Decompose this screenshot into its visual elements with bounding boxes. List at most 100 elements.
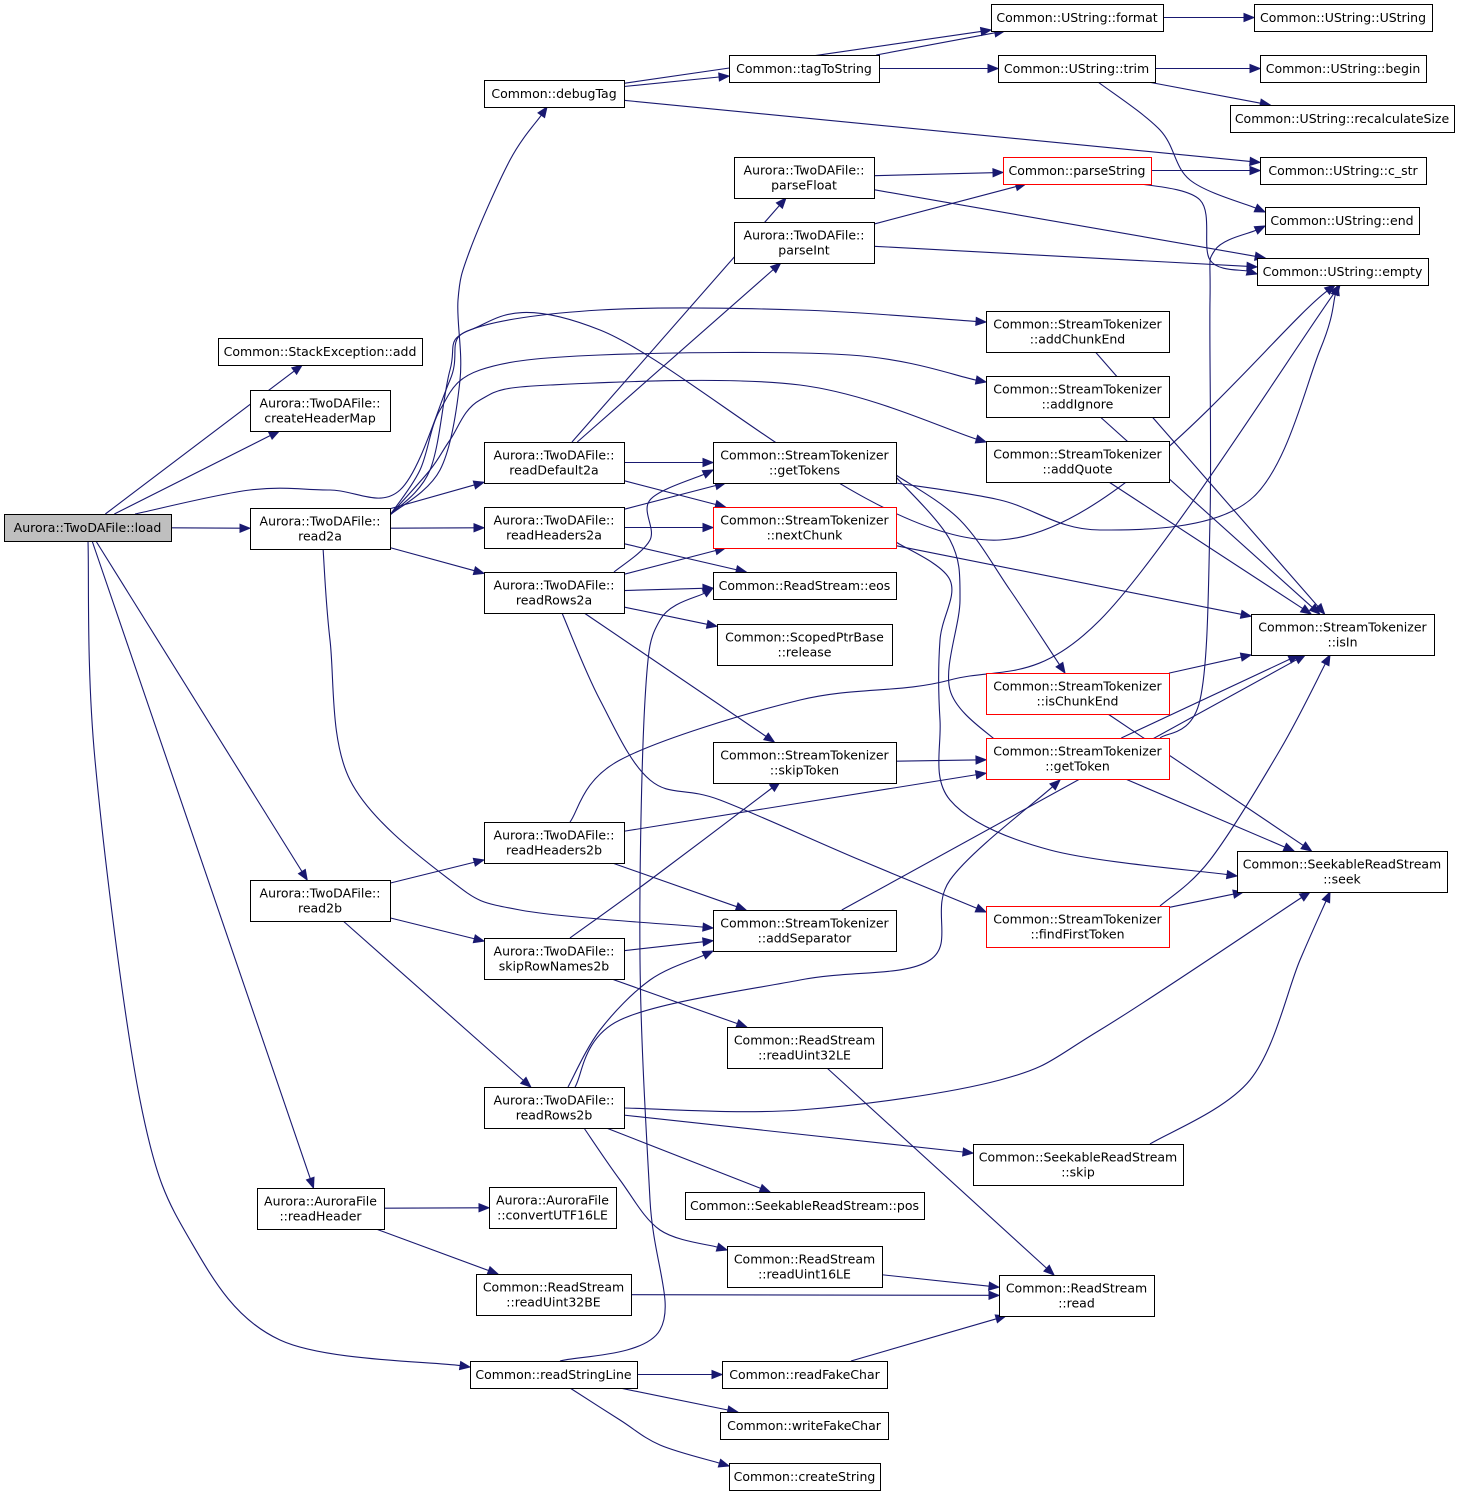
node-format[interactable]: Common::UString::format bbox=[991, 4, 1164, 32]
node-skip-token[interactable]: Common::StreamTokenizer::skipToken bbox=[713, 742, 897, 784]
node-box[interactable] bbox=[986, 738, 1170, 780]
node-box[interactable] bbox=[250, 390, 391, 432]
node-box[interactable] bbox=[973, 1144, 1184, 1186]
node-tag-to-string[interactable]: Common::tagToString bbox=[729, 55, 880, 83]
node-box[interactable] bbox=[1003, 157, 1152, 185]
node-box[interactable] bbox=[250, 880, 391, 922]
node-box[interactable] bbox=[484, 1087, 625, 1129]
node-trim[interactable]: Common::UString::trim bbox=[998, 55, 1156, 83]
node-box[interactable] bbox=[1260, 157, 1427, 185]
node-load[interactable]: Aurora::TwoDAFile::load bbox=[4, 514, 172, 542]
node-pos[interactable]: Common::SeekableReadStream::pos bbox=[685, 1192, 925, 1220]
node-box[interactable] bbox=[484, 80, 625, 108]
node-box[interactable] bbox=[713, 442, 897, 484]
node-empty[interactable]: Common::UString::empty bbox=[1257, 258, 1429, 286]
node-box[interactable] bbox=[484, 822, 625, 864]
node-box[interactable] bbox=[218, 338, 423, 366]
node-box[interactable] bbox=[986, 906, 1170, 948]
node-box[interactable] bbox=[713, 910, 897, 952]
node-box[interactable] bbox=[986, 673, 1170, 715]
node-box[interactable] bbox=[476, 1274, 632, 1316]
node-box[interactable] bbox=[1237, 851, 1448, 893]
node-parse-string[interactable]: Common::parseString bbox=[1003, 157, 1152, 185]
node-next-chunk[interactable]: Common::StreamTokenizer::nextChunk bbox=[713, 507, 897, 549]
node-box[interactable] bbox=[986, 311, 1170, 353]
node-box[interactable] bbox=[484, 442, 625, 484]
node-box[interactable] bbox=[489, 1187, 617, 1229]
node-box[interactable] bbox=[1257, 258, 1429, 286]
node-read-rows2b[interactable]: Aurora::TwoDAFile::readRows2b bbox=[484, 1087, 625, 1129]
node-read-fake-char[interactable]: Common::readFakeChar bbox=[722, 1361, 888, 1389]
node-box[interactable] bbox=[999, 1275, 1155, 1317]
node-box[interactable] bbox=[729, 55, 880, 83]
node-box[interactable] bbox=[250, 508, 391, 550]
node-box[interactable] bbox=[4, 514, 172, 542]
node-aurora-read-header[interactable]: Aurora::AuroraFile::readHeader bbox=[257, 1188, 385, 1230]
node-read[interactable]: Common::ReadStream::read bbox=[999, 1275, 1155, 1317]
node-box[interactable] bbox=[722, 1361, 888, 1389]
node-box[interactable] bbox=[727, 1246, 883, 1288]
node-stackadd[interactable]: Common::StackException::add bbox=[218, 338, 423, 366]
node-is-chunk-end[interactable]: Common::StreamTokenizer::isChunkEnd bbox=[986, 673, 1170, 715]
node-ustring-ctor[interactable]: Common::UString::UString bbox=[1254, 4, 1433, 32]
node-add-quote[interactable]: Common::StreamTokenizer::addQuote bbox=[986, 441, 1170, 483]
node-skip-row-names2b[interactable]: Aurora::TwoDAFile::skipRowNames2b bbox=[484, 938, 625, 980]
node-end[interactable]: Common::UString::end bbox=[1265, 207, 1420, 235]
node-skip[interactable]: Common::SeekableReadStream::skip bbox=[973, 1144, 1184, 1186]
node-read-uint32-be[interactable]: Common::ReadStream::readUint32BE bbox=[476, 1274, 632, 1316]
node-recalculate-size[interactable]: Common::UString::recalculateSize bbox=[1230, 105, 1455, 133]
node-box[interactable] bbox=[685, 1192, 925, 1220]
node-box[interactable] bbox=[713, 572, 897, 600]
node-box[interactable] bbox=[257, 1188, 385, 1230]
node-box[interactable] bbox=[1254, 4, 1433, 32]
node-box[interactable] bbox=[729, 1463, 881, 1491]
node-box[interactable] bbox=[713, 507, 897, 549]
node-box[interactable] bbox=[734, 157, 875, 199]
node-read-headers2a[interactable]: Aurora::TwoDAFile::readHeaders2a bbox=[484, 507, 625, 549]
node-box[interactable] bbox=[991, 4, 1164, 32]
node-box[interactable] bbox=[470, 1361, 638, 1389]
node-get-tokens[interactable]: Common::StreamTokenizer::getTokens bbox=[713, 442, 897, 484]
node-box[interactable] bbox=[1260, 55, 1427, 83]
node-read2a[interactable]: Aurora::TwoDAFile::read2a bbox=[250, 508, 391, 550]
node-box[interactable] bbox=[998, 55, 1156, 83]
node-read-rows2a[interactable]: Aurora::TwoDAFile::readRows2a bbox=[484, 572, 625, 614]
node-box[interactable] bbox=[727, 1027, 883, 1069]
node-box[interactable] bbox=[986, 376, 1170, 418]
node-read-headers2b[interactable]: Aurora::TwoDAFile::readHeaders2b bbox=[484, 822, 625, 864]
node-box[interactable] bbox=[1265, 207, 1420, 235]
node-parse-int[interactable]: Aurora::TwoDAFile::parseInt bbox=[734, 222, 875, 264]
node-add-ignore[interactable]: Common::StreamTokenizer::addIgnore bbox=[986, 376, 1170, 418]
node-add-chunk-end[interactable]: Common::StreamTokenizer::addChunkEnd bbox=[986, 311, 1170, 353]
node-read-string-line[interactable]: Common::readStringLine bbox=[470, 1361, 638, 1389]
node-box[interactable] bbox=[1230, 105, 1455, 133]
node-read-uint32-le[interactable]: Common::ReadStream::readUint32LE bbox=[727, 1027, 883, 1069]
node-box[interactable] bbox=[1251, 614, 1435, 656]
node-c_str[interactable]: Common::UString::c_str bbox=[1260, 157, 1427, 185]
node-create-string[interactable]: Common::createString bbox=[729, 1463, 881, 1491]
node-read-default2a[interactable]: Aurora::TwoDAFile::readDefault2a bbox=[484, 442, 625, 484]
node-release[interactable]: Common::ScopedPtrBase::release bbox=[717, 624, 893, 666]
node-box[interactable] bbox=[484, 507, 625, 549]
node-box[interactable] bbox=[713, 742, 897, 784]
node-seek[interactable]: Common::SeekableReadStream::seek bbox=[1237, 851, 1448, 893]
node-create-header-map[interactable]: Aurora::TwoDAFile::createHeaderMap bbox=[250, 390, 391, 432]
node-find-first-token[interactable]: Common::StreamTokenizer::findFirstToken bbox=[986, 906, 1170, 948]
node-box[interactable] bbox=[484, 938, 625, 980]
node-debug-tag[interactable]: Common::debugTag bbox=[484, 80, 625, 108]
node-is-in[interactable]: Common::StreamTokenizer::isIn bbox=[1251, 614, 1435, 656]
node-box[interactable] bbox=[720, 1412, 889, 1440]
node-parse-float[interactable]: Aurora::TwoDAFile::parseFloat bbox=[734, 157, 875, 199]
node-eos[interactable]: Common::ReadStream::eos bbox=[713, 572, 897, 600]
node-add-separator[interactable]: Common::StreamTokenizer::addSeparator bbox=[713, 910, 897, 952]
node-box[interactable] bbox=[986, 441, 1170, 483]
node-write-fake-char[interactable]: Common::writeFakeChar bbox=[720, 1412, 889, 1440]
node-box[interactable] bbox=[734, 222, 875, 264]
node-box[interactable] bbox=[717, 624, 893, 666]
node-read-uint16-le[interactable]: Common::ReadStream::readUint16LE bbox=[727, 1246, 883, 1288]
node-convert-utf16-le[interactable]: Aurora::AuroraFile::convertUTF16LE bbox=[489, 1187, 617, 1229]
node-get-token[interactable]: Common::StreamTokenizer::getToken bbox=[986, 738, 1170, 780]
node-read2b[interactable]: Aurora::TwoDAFile::read2b bbox=[250, 880, 391, 922]
node-begin[interactable]: Common::UString::begin bbox=[1260, 55, 1427, 83]
node-box[interactable] bbox=[484, 572, 625, 614]
